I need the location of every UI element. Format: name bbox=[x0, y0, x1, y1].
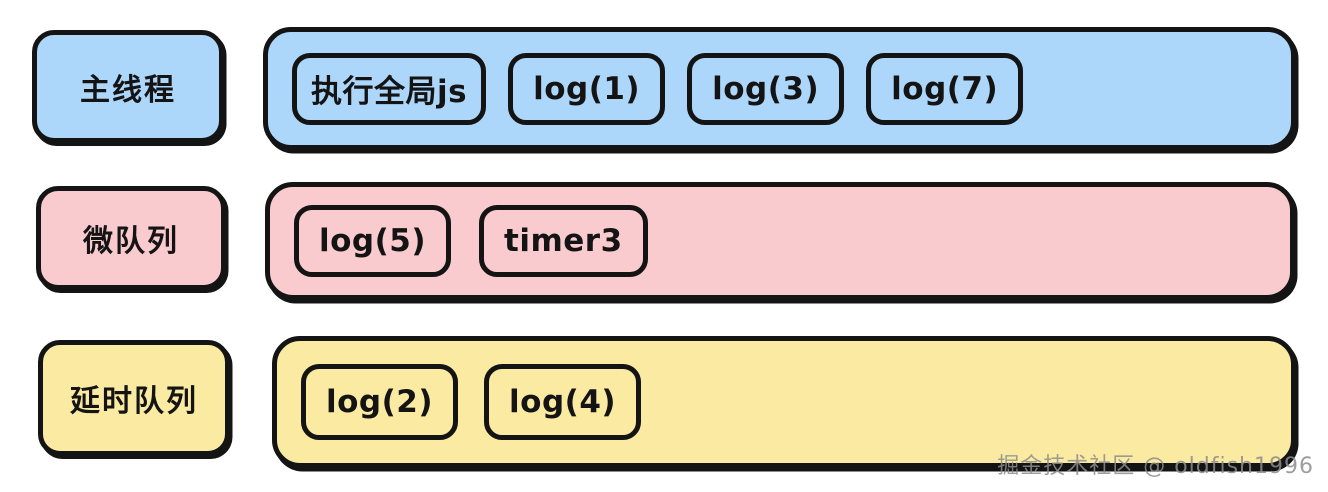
task-pill: timer3 bbox=[479, 205, 648, 277]
task-pill: log(7) bbox=[866, 52, 1024, 125]
row-label-main-thread: 主线程 bbox=[32, 30, 224, 143]
diagram-row-delay-queue: 延时队列 log(2) log(4) bbox=[0, 328, 1328, 472]
task-pill: log(3) bbox=[687, 52, 845, 125]
task-pill: log(5) bbox=[294, 205, 452, 277]
track-micro-queue: log(5) timer3 bbox=[265, 182, 1295, 300]
row-label-micro-queue: 微队列 bbox=[36, 186, 226, 290]
task-pill: log(1) bbox=[508, 52, 666, 125]
watermark-text: 掘金技术社区 @ oldfish1996 bbox=[997, 454, 1314, 479]
task-pill: 执行全局js bbox=[292, 52, 487, 125]
row-label-delay-queue: 延时队列 bbox=[38, 340, 230, 456]
diagram-row-micro-queue: 微队列 log(5) timer3 bbox=[0, 176, 1328, 300]
track-delay-queue: log(2) log(4) bbox=[272, 336, 1296, 468]
track-main-thread: 执行全局js log(1) log(3) log(7) bbox=[263, 27, 1296, 150]
task-pill: log(2) bbox=[301, 364, 459, 440]
diagram-row-main-thread: 主线程 执行全局js log(1) log(3) log(7) bbox=[0, 22, 1328, 154]
task-pill: log(4) bbox=[484, 364, 642, 440]
